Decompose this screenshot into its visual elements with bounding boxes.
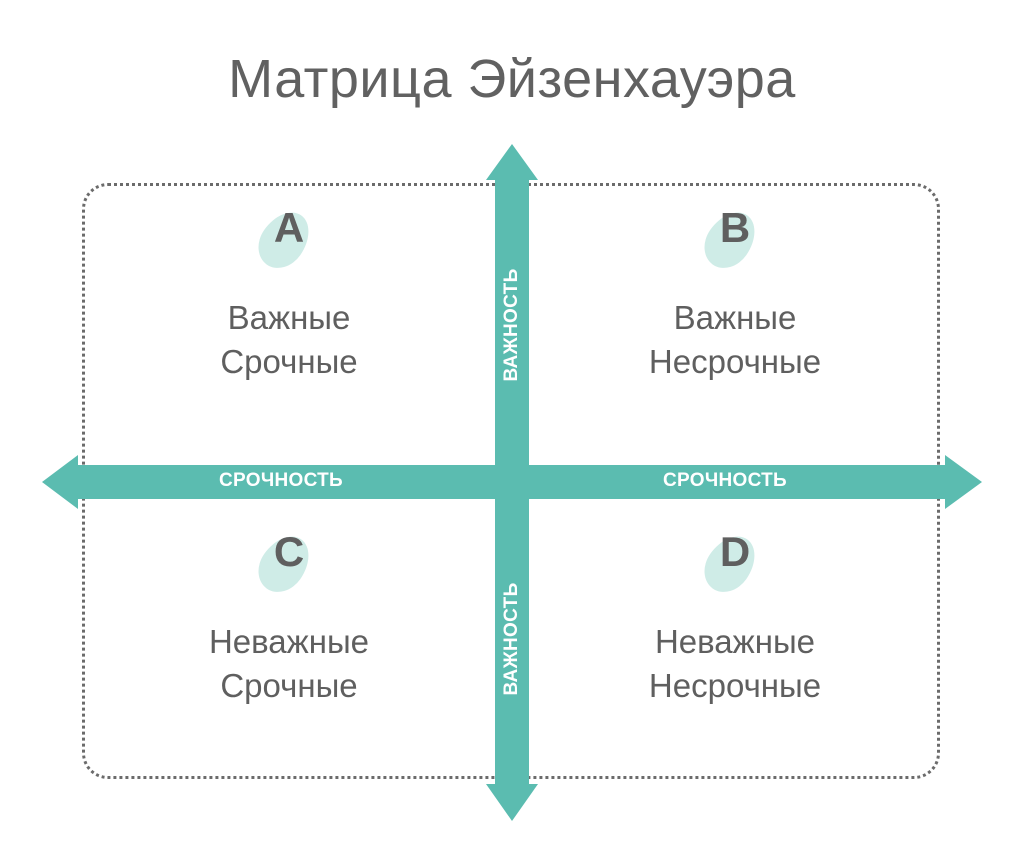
quadrant-line-2: Срочные [220,343,358,380]
quadrant-c: C Неважные Срочные [139,524,439,708]
quadrant-d: D Неважные Несрочные [585,524,885,708]
quadrant-line-1: Важные [227,299,351,336]
quadrant-letter: A [273,204,305,251]
page-title: Матрица Эйзенхауэра [228,49,796,109]
quadrant-badge: A [248,200,324,278]
urgency-label-left: СРОЧНОСТЬ [219,470,343,491]
quadrant-letter: B [719,204,751,251]
quadrant-badge: D [694,524,770,602]
quadrant-line-1: Неважные [208,623,370,660]
quadrant-letter: D [719,528,751,575]
importance-label-bottom: ВАЖНОСТЬ [501,582,522,696]
urgency-label-right: СРОЧНОСТЬ [663,470,787,491]
quadrant-text: Важные Срочные [139,296,439,384]
quadrant-text: Неважные Несрочные [585,620,885,708]
quadrant-badge: B [694,200,770,278]
quadrant-text: Важные Несрочные [585,296,885,384]
vertical-axis-arrow [486,144,538,821]
quadrant-badge: C [248,524,324,602]
quadrant-b: B Важные Несрочные [585,200,885,384]
quadrant-text: Неважные Срочные [139,620,439,708]
quadrant-letter: C [273,528,305,575]
quadrant-line-2: Несрочные [648,343,822,380]
quadrant-line-2: Срочные [220,667,358,704]
importance-label-top: ВАЖНОСТЬ [501,268,522,382]
quadrant-line-1: Неважные [654,623,816,660]
quadrant-line-1: Важные [673,299,797,336]
quadrant-line-2: Несрочные [648,667,822,704]
quadrant-a: A Важные Срочные [139,200,439,384]
